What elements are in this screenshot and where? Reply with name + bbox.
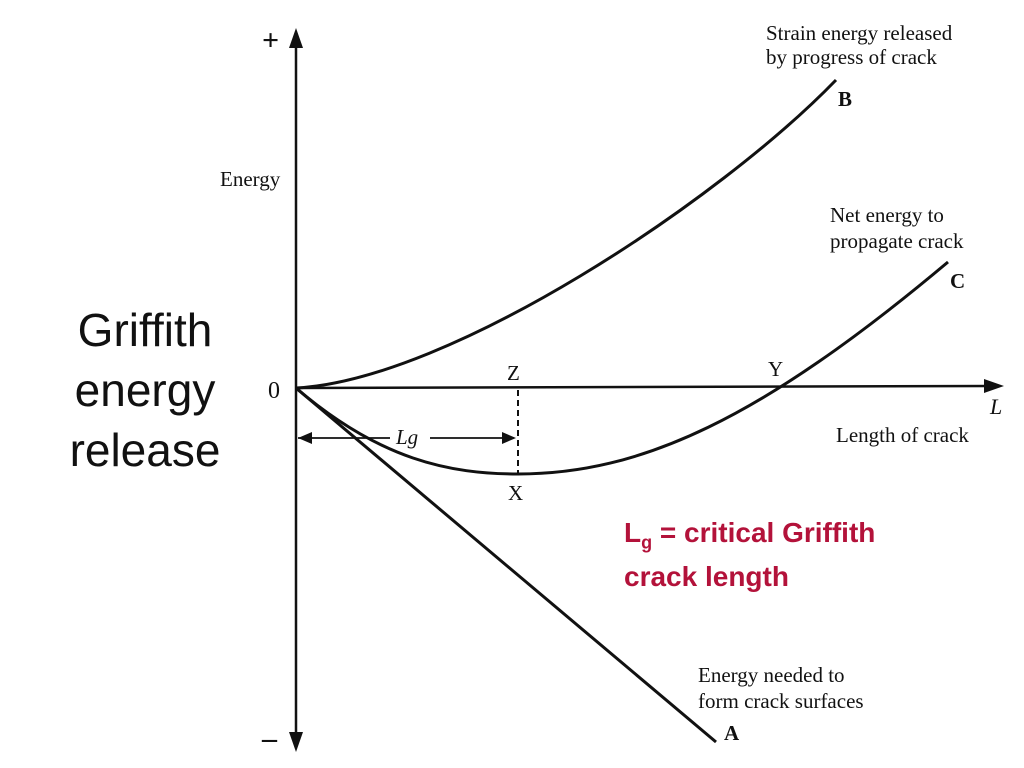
lg-definition-note: Lg = critical Griffith crack length	[624, 516, 1004, 594]
note-line1-rest: = critical Griffith	[652, 517, 876, 548]
y-axis-plus-label: +	[262, 24, 279, 57]
note-line1: Lg = critical Griffith	[624, 516, 1004, 560]
side-title: Griffith energy release	[40, 300, 250, 480]
net-letter: C	[950, 269, 965, 293]
point-y-label: Y	[768, 357, 783, 381]
curve-net-energy-C	[295, 260, 949, 476]
x-axis-arrow-icon	[984, 379, 1004, 393]
y-axis-label: Energy	[220, 167, 281, 191]
side-title-line1: Griffith	[77, 304, 213, 356]
lg-label: Lg	[395, 425, 418, 449]
note-subscript: g	[641, 532, 653, 553]
y-axis-bottom-arrow-icon	[289, 732, 303, 752]
point-x-label: X	[508, 481, 523, 505]
y-axis-minus-label: –	[261, 722, 278, 755]
point-z-label: Z	[507, 361, 520, 385]
surface-label-line1: Energy needed to	[698, 663, 845, 687]
net-label-line2: propagate crack	[830, 229, 964, 253]
surface-letter: A	[724, 721, 740, 745]
side-title-line3: release	[69, 424, 221, 476]
surface-label-line2: form crack surfaces	[698, 689, 864, 713]
curve-strain-energy-B	[295, 78, 838, 390]
lg-left-arrow-icon	[298, 432, 312, 444]
note-line2: crack length	[624, 560, 789, 592]
strain-label-line2: by progress of crack	[766, 45, 937, 69]
strain-label-line1: Strain energy released	[766, 21, 953, 45]
x-axis-label: Length of crack	[836, 423, 969, 447]
lg-right-arrow-icon	[502, 432, 516, 444]
x-axis	[295, 384, 993, 390]
side-title-line2: energy	[74, 364, 216, 416]
origin-label: 0	[268, 378, 280, 404]
strain-letter: B	[838, 87, 852, 111]
net-label-line1: Net energy to	[830, 203, 944, 227]
curve-surface-energy-A	[295, 386, 717, 744]
y-axis-top-arrow-icon	[289, 28, 303, 48]
x-axis-symbol: L	[989, 394, 1002, 419]
note-symbol: L	[624, 517, 642, 548]
